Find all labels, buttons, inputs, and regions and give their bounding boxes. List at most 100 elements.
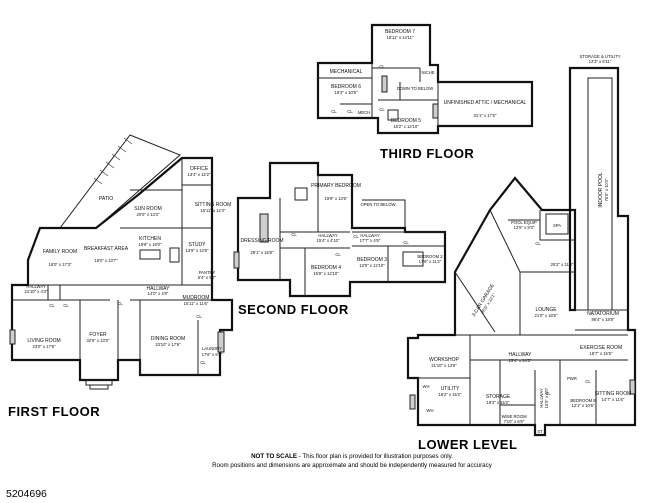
room-label: EXERCISE ROOM: [580, 345, 622, 351]
room-label: POOL EQUIP: [511, 220, 537, 225]
room-label: LIVING ROOM: [27, 338, 60, 344]
closet-label: CL: [403, 240, 409, 245]
room-label: NATATORIUM: [587, 311, 619, 317]
room-dimension: 23'10" x 17'6": [155, 342, 181, 347]
room-label: LOUNGE: [535, 307, 557, 313]
room-label: LAUNDRY: [202, 346, 222, 351]
room-label: SITTING ROOM: [595, 391, 632, 397]
room-label: MUDROOM: [183, 295, 210, 301]
room-label: STORAGE: [486, 394, 511, 400]
room-label: PANTRY: [199, 270, 216, 275]
closet-label: CL: [200, 360, 206, 365]
room-label: SUN ROOM: [134, 206, 162, 212]
room-dimension: 5'4" x 5'7": [198, 275, 217, 280]
closet-label: CL: [535, 241, 541, 246]
room-dimension: 15'11" x 11'6": [184, 301, 209, 306]
room-dimension: 15'11" x 12'4": [201, 208, 226, 213]
room-dimension: 18'7" x 15'5": [590, 351, 613, 356]
closet-label: CL: [335, 252, 341, 257]
room-dimension: 14'7" x 11'6": [602, 397, 625, 402]
room-dimension: 12'1" x 10'6": [572, 403, 595, 408]
room-label: WORKSHOP: [429, 357, 459, 363]
room-label: SITTING ROOM: [195, 202, 232, 208]
disclaimer-rest: - This floor plan is provided for illust…: [297, 453, 453, 460]
room-label: HALLWAY: [539, 388, 544, 407]
room-label: HALLWAY: [509, 352, 533, 358]
room-label: ST: [537, 429, 543, 434]
room-label: INDOOR POOL: [598, 172, 604, 208]
closet-label: CL: [331, 109, 337, 114]
indoor-pool-label-group: INDOOR POOL 75'0" x 10'0": [598, 172, 609, 208]
room-dimension: 31'1" x 17'5": [474, 113, 497, 118]
room-dimension: 75'0" x 10'0": [604, 178, 609, 201]
room-label: HALLWAY: [318, 233, 337, 238]
room-dimension: 7'10" x 6'6": [504, 419, 525, 424]
room-dimension: 12'5" x 9'3": [514, 225, 535, 230]
room-label: SPA: [553, 223, 561, 228]
room-label: STORAGE & UTILITY: [579, 54, 620, 59]
room-dimension: 21'10" x 13'8": [431, 363, 457, 368]
closet-label: CL: [49, 303, 55, 308]
room-dimension: 18'0" x 13'7": [95, 258, 118, 263]
closet-label: CL: [63, 303, 69, 308]
room-label: BEDROOM 4: [311, 265, 341, 271]
room-dimension: 21'10" x 4'3": [25, 289, 48, 294]
room-dimension: 15'11" x 14'11": [386, 35, 414, 40]
room-label: HALLWAY: [360, 233, 379, 238]
room-label: KITCHEN: [139, 236, 161, 242]
room-dimension: 15'5" x 4'0": [544, 387, 549, 408]
room-label: FAMILY ROOM: [43, 249, 77, 255]
room-label: BEDROOM 2: [417, 254, 443, 259]
floor-title-lower: LOWER LEVEL: [418, 437, 517, 452]
room-dimension: 13'9" x 13'8": [186, 248, 209, 253]
room-label: HALLWAY: [26, 284, 45, 289]
room-label: PWR: [567, 376, 577, 381]
room-dimension: 12'3" x 6'11": [589, 59, 612, 64]
listing-id: 5204696: [6, 488, 47, 500]
room-dimension: 17'7" x 4'6": [360, 238, 381, 243]
room-dimension: 86'4" x 18'8": [592, 317, 615, 322]
disclaimer-line-2: Room positions and dimensions are approx…: [212, 462, 493, 469]
room-dimension: 18'0" x 17'3": [49, 262, 72, 267]
room-dimension: 13'4" x 12'2": [188, 172, 211, 177]
room-dimension: 32'6" x 13'0": [87, 338, 110, 343]
room-dimension: 23'0" x 17'6": [33, 344, 56, 349]
room-label: WINE ROOM: [501, 414, 527, 419]
room-dimension: 15'8" x 12'10": [313, 271, 339, 276]
room-label: PATIO: [99, 196, 113, 202]
room-dimension: 20'0" x 13'3": [137, 212, 160, 217]
room-label: UNFINISHED ATTIC / MECHANICAL: [444, 100, 527, 106]
room-label: BEDROOM 6: [331, 84, 361, 90]
room-label: STUDY: [189, 242, 207, 248]
room-label: DRESSING ROOM: [240, 238, 283, 244]
room-dimension: 14'0" x 4'8": [148, 291, 169, 296]
floor-title-first: FIRST FLOOR: [8, 404, 100, 419]
room-dimension: 13'9" x 12'10": [359, 263, 385, 268]
patio-deck: [58, 134, 181, 229]
disclaimer-bold: NOT TO SCALE: [251, 453, 297, 460]
room-label: HALLWAY: [147, 286, 171, 292]
closet-label: CL: [117, 301, 123, 306]
room-label: MECH: [358, 110, 370, 115]
closet-label: CL: [545, 391, 551, 396]
room-dimension: 19'9" x 13'6": [325, 196, 348, 201]
closet-label: CL: [379, 107, 385, 112]
room-label: WH: [423, 384, 430, 389]
floor-title-third: THIRD FLOOR: [380, 146, 474, 161]
room-dimension: 15'4" x 14'3": [509, 358, 532, 363]
room-label: BEDROOM 8: [570, 398, 596, 403]
room-label: DOWN TO BELOW: [397, 86, 433, 91]
room-label: BREAKFAST AREA: [84, 246, 129, 252]
room-label: OPEN TO BELOW: [361, 202, 396, 207]
floor-title-second: SECOND FLOOR: [238, 302, 349, 317]
room-dimension: 17'6" x 11'2": [419, 259, 442, 264]
room-dimension: 18'3" x 15'2": [487, 400, 510, 405]
room-label: MECHANICAL: [330, 69, 363, 75]
room-dimension: 25'2" x 11'3": [551, 262, 574, 267]
first-floor-plan: PATIO OFFICE 13'4" x 12'2" SUN ROOM 20'0…: [8, 134, 234, 419]
room-dimension: 18'3" x 10'5": [335, 90, 358, 95]
room-dimension: 21'0" x 18'5": [535, 313, 558, 318]
room-label: DINING ROOM: [151, 336, 185, 342]
closet-label: CL: [353, 234, 359, 239]
